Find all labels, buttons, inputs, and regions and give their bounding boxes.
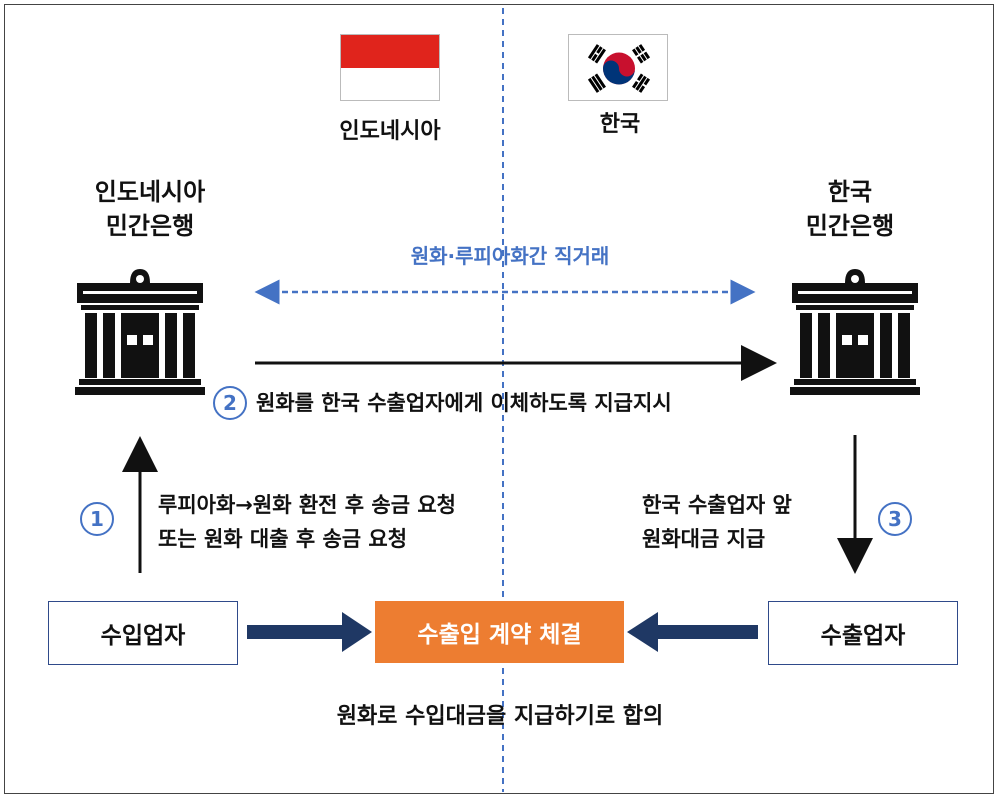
direct-trade-label: 원화·루피아화간 직거래 xyxy=(410,244,610,268)
bank-name-line: 민간은행 xyxy=(105,212,195,240)
bank-building-icon xyxy=(75,269,205,395)
step-3-line: 한국 수출업자 앞 xyxy=(642,493,792,517)
exporter-box: 수출업자 xyxy=(768,601,958,665)
bank-name-korea: 한국 민간은행 xyxy=(750,175,950,243)
step-2-text: 원화를 한국 수출업자에게 이체하도록 지급지시 xyxy=(256,391,672,415)
step-1-text: 루피아화→원화 환전 후 송금 요청 또는 원화 대출 후 송금 요청 xyxy=(158,488,456,556)
step-3-text: 한국 수출업자 앞 원화대금 지급 xyxy=(642,488,792,556)
south-korea-flag-icon xyxy=(568,34,668,101)
importer-box: 수입업자 xyxy=(48,601,238,665)
bank-name-indonesia: 인도네시아 민간은행 xyxy=(40,175,260,243)
country-label-indonesia: 인도네시아 xyxy=(339,119,441,144)
bank-building-icon xyxy=(790,269,920,395)
step-1-line: 또는 원화 대출 후 송금 요청 xyxy=(158,527,408,551)
contract-box: 수출입 계약 체결 xyxy=(375,601,624,663)
step-number-3: 3 xyxy=(878,502,912,536)
step-number-2: 2 xyxy=(213,386,247,420)
country-label-korea: 한국 xyxy=(599,112,641,137)
indonesia-flag-icon xyxy=(340,34,440,101)
bank-name-line: 한국 xyxy=(827,178,873,206)
bank-name-line: 민간은행 xyxy=(805,212,895,240)
diagram-frame xyxy=(4,4,994,794)
step-3-line: 원화대금 지급 xyxy=(642,527,766,551)
bank-name-line: 인도네시아 xyxy=(94,178,206,206)
step-1-line: 루피아화→원화 환전 후 송금 요청 xyxy=(158,493,456,517)
agreement-text: 원화로 수입대금을 지급하기로 합의 xyxy=(336,704,664,729)
step-number-1: 1 xyxy=(80,502,114,536)
